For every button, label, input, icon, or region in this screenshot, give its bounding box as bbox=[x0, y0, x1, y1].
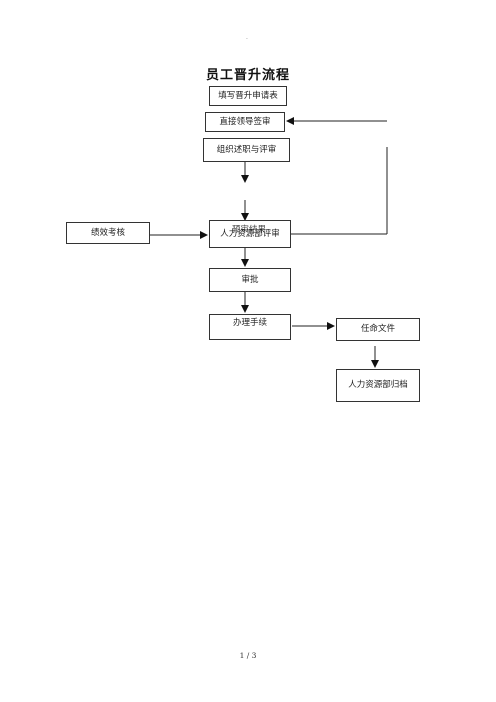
hr-review-overlap-text: 预审结果 bbox=[232, 225, 267, 235]
box-hr-archive-label: 人力资源部归档 bbox=[348, 380, 408, 391]
page-separator: / bbox=[246, 651, 250, 660]
box-appointment: 任命文件 bbox=[336, 318, 420, 341]
box-procedures: 办理手续 bbox=[209, 314, 291, 340]
box-hr-review-label: 人力资源部评审 bbox=[220, 228, 280, 239]
box-leader-sign: 直接领导签审 bbox=[205, 112, 285, 132]
box-hr-review: 人力资源部评审 bbox=[209, 220, 291, 248]
box-approve: 审批 bbox=[209, 268, 291, 292]
box-procedures-label: 办理手续 bbox=[232, 318, 267, 328]
header-mark: . bbox=[246, 34, 248, 41]
box-performance: 绩效考核 bbox=[66, 222, 150, 244]
box-fill-application: 填写晋升申请表 bbox=[209, 86, 287, 106]
page-total: 3 bbox=[251, 651, 257, 660]
page-footer: 1 / 3 bbox=[0, 651, 496, 660]
page-number: 1 bbox=[239, 651, 245, 660]
page-title: 员工晋升流程 bbox=[205, 68, 290, 83]
box-performance-label: 绩效考核 bbox=[90, 227, 125, 238]
box-report-review: 组织述职与评审 bbox=[203, 138, 290, 162]
box-approve-label: 审批 bbox=[241, 274, 259, 285]
box-hr-archive: 人力资源部归档 bbox=[336, 369, 420, 402]
box-appointment-label: 任命文件 bbox=[360, 324, 395, 335]
box-leader-sign-label: 直接领导签审 bbox=[219, 116, 271, 127]
box-report-review-label: 组织述职与评审 bbox=[216, 144, 277, 155]
box-fill-application-label: 填写晋升申请表 bbox=[218, 90, 278, 101]
